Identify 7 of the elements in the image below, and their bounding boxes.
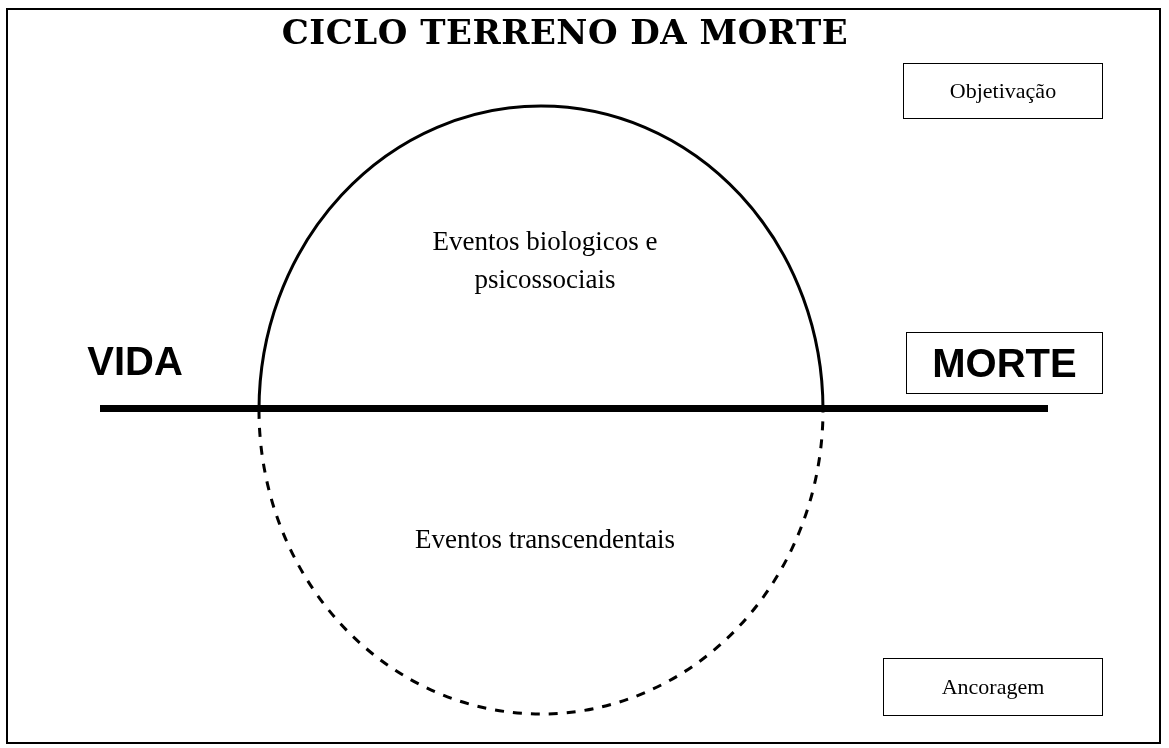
concept-box: Ancoragem [883, 658, 1103, 716]
title: CICLO TERRENO DA MORTE [280, 12, 850, 52]
start-label: VIDA [86, 338, 184, 384]
endpoint-box: MORTE [906, 332, 1103, 394]
region-label: Eventos biologicos e psicossociais [431, 225, 659, 296]
concept-box: Objetivação [903, 63, 1103, 119]
region-label: Eventos transcendentais [413, 523, 677, 556]
